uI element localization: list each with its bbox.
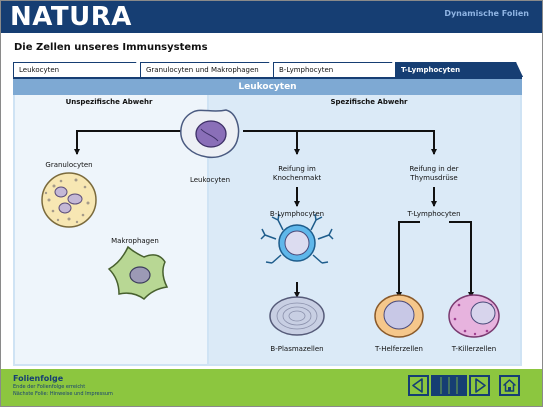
tab-bar: Leukocyten Granulocyten und Makrophagen … [13, 62, 523, 78]
unspecific-defense-heading: Unspezifische Abwehr [65, 98, 153, 106]
tab-granulocyten-makrophagen[interactable]: Granulocyten und Makrophagen [140, 62, 276, 77]
leukocyte-label: Leukocyten [189, 176, 231, 184]
t-lymphocyte-label: T-Lymphocyten [407, 210, 461, 218]
thymus-label-line2: Thymusdrüse [410, 174, 458, 182]
tab-leukocyten[interactable]: Leukocyten [13, 62, 143, 77]
slide-progress [431, 375, 467, 396]
page-title: Die Zellen unseres Immunsystems [14, 42, 208, 53]
footer-next-slide: Nächste Folie: Hinweise und Impressum [13, 391, 113, 397]
footer-bar: Folienfolge Ende der Folienfolge erreich… [0, 369, 543, 407]
macrophage-label: Makrophagen [111, 237, 159, 245]
b-lymphocyte-label: B-Lymphocyten [269, 210, 325, 218]
next-button[interactable] [469, 375, 490, 396]
home-button[interactable] [499, 375, 520, 396]
granulocyte-label: Granulocyten [45, 161, 93, 169]
bone-marrow-label-line1: Reifung im [278, 165, 316, 173]
connector-lines [74, 130, 474, 298]
tab-t-lymphocyten[interactable]: T-Lymphocyten [395, 62, 523, 77]
tab-underline [13, 77, 522, 79]
leukocyte-cell-icon [180, 109, 240, 159]
helper-t-cell-label: T-Helferzellen [375, 345, 423, 353]
slide-progress-bar [440, 377, 458, 394]
next-arrow-icon [475, 378, 486, 393]
home-icon [502, 379, 517, 392]
header-subtitle: Dynamische Folien [444, 9, 529, 18]
granulocyte-cell-icon [41, 172, 97, 228]
killer-t-cell-icon [448, 294, 500, 338]
prev-button[interactable] [408, 375, 429, 396]
plasma-cell-icon [269, 296, 325, 336]
plasma-cell-label: B-Plasmazellen [270, 345, 324, 353]
killer-t-cell-label: T-Killerzellen [451, 345, 497, 353]
header-bar: NATURA Dynamische Folien [0, 0, 543, 33]
b-lymphocyte-cell-icon [260, 213, 334, 264]
thymus-label-line1: Reifung in der [409, 165, 459, 173]
footer-title: Folienfolge [13, 374, 64, 383]
specific-defense-heading: Spezifische Abwehr [330, 98, 408, 106]
helper-t-cell-icon [374, 294, 424, 338]
content-panel: Leukocyten [13, 79, 522, 366]
unspecific-defense-column [15, 95, 207, 364]
prev-arrow-icon [412, 378, 423, 393]
bone-marrow-label-line2: Knochenmakt [272, 174, 322, 182]
immune-cell-diagram [41, 109, 500, 338]
macrophage-cell-icon [107, 245, 169, 301]
section-header: Leukocyten [13, 79, 522, 95]
tab-b-lymphocyten[interactable]: B-Lymphocyten [273, 62, 399, 77]
footer-status: Ende der Folienfolge erreicht [13, 384, 86, 390]
app-logo: NATURA [10, 2, 132, 32]
